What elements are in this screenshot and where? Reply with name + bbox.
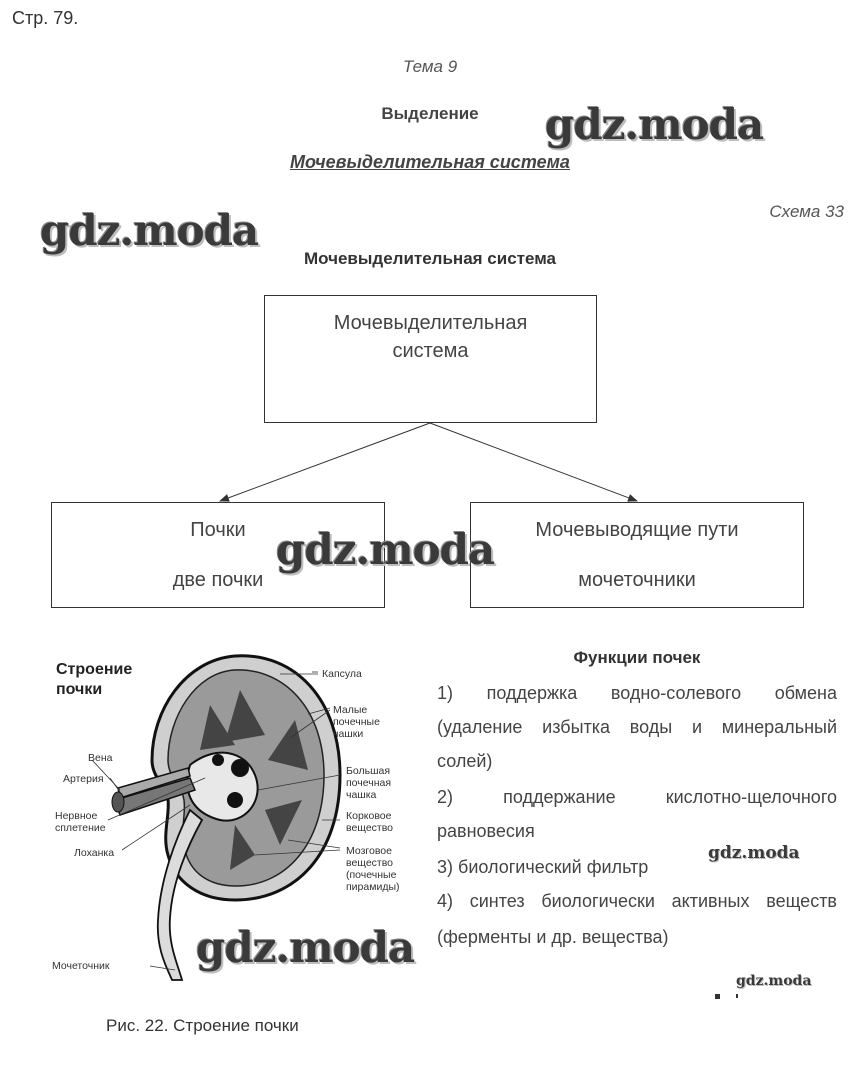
label-nerve-2: сплетение (55, 822, 106, 834)
diagram-urinary-tract-box: Мочевыводящие пути мочеточники (470, 502, 804, 608)
label-cortex: Корковое вещество (346, 810, 393, 834)
label-minor-calyces-1: Малые (333, 704, 368, 716)
function-4-line2: (ферменты и др. вещества) (437, 927, 669, 947)
watermark-logo: gdz.moda (196, 923, 415, 972)
figure-caption: Рис. 22. Строение почки (106, 1016, 299, 1035)
diagram-kidneys-box: Почки две почки (51, 502, 385, 608)
label-minor-calyces-3: чашки (333, 728, 364, 740)
function-1-line2: (удаление избытка воды и минеральный (437, 717, 837, 737)
scan-speck (715, 994, 720, 999)
kidney-illustration (91, 654, 342, 981)
label-ureter: Мочеточник (52, 960, 110, 972)
watermark-logo-small: gdz.moda (708, 843, 800, 863)
kidneys-box-title: Почки (190, 519, 246, 541)
function-3: 3) биологический фильтр (437, 857, 649, 877)
label-nerve-1: Нервное (55, 810, 98, 822)
label-major-calyx-2: почечная (346, 777, 392, 789)
label-pelvis: Лоханка (74, 847, 115, 859)
functions-title: Функции почек (573, 648, 701, 667)
function-2-line1: 2) поддержание кислотно-щелочного (437, 787, 837, 807)
label-medulla: Мозговое вещество (почечные пирамиды) (346, 845, 399, 893)
scheme-title: Мочевыделительная система (303, 249, 557, 268)
label-medulla-4: пирамиды) (346, 881, 400, 893)
label-major-calyx-1: Большая (346, 765, 391, 777)
topic-heading: Тема 9 (402, 57, 458, 76)
label-minor-calyces: Малые почечные чашки (333, 704, 380, 740)
subsection-heading: Мочевыделительная система (290, 152, 570, 172)
figure-title-line1: Строение (56, 661, 133, 678)
scan-speck (736, 994, 738, 998)
function-4-line1: 4) синтез биологически активных веществ (437, 891, 837, 911)
label-medulla-2: вещество (346, 857, 394, 869)
section-heading: Выделение (381, 104, 479, 123)
root-box-line2: система (392, 340, 469, 362)
label-medulla-3: (почечные (346, 869, 397, 881)
watermark-logo: gdz.moda (40, 206, 259, 255)
label-vein: Вена (88, 752, 113, 764)
watermark-logo: gdz.moda (545, 100, 764, 149)
label-major-calyx: Большая почечная чашка (346, 765, 391, 801)
watermark-logo-small: gdz.moda (736, 973, 812, 989)
arrow-to-urinary-tract (429, 422, 638, 502)
label-major-calyx-3: чашка (346, 789, 377, 801)
figure-title: Строение почки (56, 660, 166, 700)
scheme-label: Схема 33 (769, 202, 844, 221)
function-2-line2: равновесия (437, 821, 535, 841)
figure-title-line2: почки (56, 681, 103, 698)
label-nerve-plexus: Нервное сплетение (55, 810, 106, 834)
label-minor-calyces-2: почечные (333, 716, 380, 728)
root-box-line1: Мочевыделительная (333, 312, 528, 334)
arrow-to-kidneys (219, 422, 431, 502)
diagram-root-box: Мочевыделительная система (264, 295, 597, 423)
function-1-line1: 1) поддержка водно-солевого обмена (437, 683, 837, 703)
label-medulla-1: Мозговое (346, 845, 392, 857)
function-1-line3: солей) (437, 751, 493, 771)
label-capsule: Капсула (322, 668, 362, 680)
kidneys-box-detail: две почки (172, 569, 264, 591)
urinary-tract-box-title: Мочевыводящие пути (535, 519, 739, 541)
label-cortex-1: Корковое (346, 810, 392, 822)
label-artery: Артерия (63, 773, 104, 785)
page-number: Стр. 79. (12, 8, 79, 28)
watermark-logo: gdz.moda (276, 525, 495, 574)
label-cortex-2: вещество (346, 822, 394, 834)
urinary-tract-box-detail: мочеточники (578, 569, 696, 591)
